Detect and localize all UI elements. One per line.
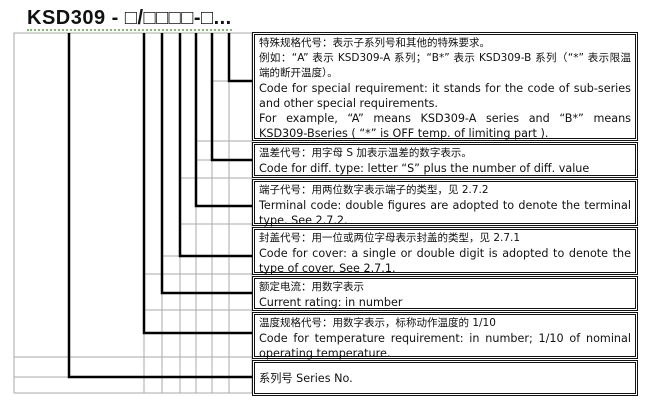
temperature-zh: 温度规格代号：用数字表示，标称动作温度的 1/10 — [259, 317, 496, 329]
diff-type-box: 温差代号：用字母 S 加表示温差的数字表示。 Code for diff. ty… — [252, 142, 638, 178]
series-no-box: 系列号 Series No. — [252, 360, 638, 396]
model-code-title: KSD309 - □/□□□□-□... — [27, 7, 232, 31]
connector-temperature — [142, 33, 252, 335]
diff-en: Code for diff. type: letter “S” plus the… — [259, 162, 590, 175]
current-en: Current rating: in number — [259, 296, 403, 309]
connector-terminal — [194, 33, 252, 208]
terminal-code-box: 端子代号：用两位数字表示端子的类型，见 2.7.2 Terminal code:… — [252, 179, 638, 227]
current-rating-box: 额定电流：用数字表示 Current rating: in number — [252, 276, 638, 311]
terminal-zh: 端子代号：用两位数字表示端子的类型，见 2.7.2 — [259, 184, 489, 196]
special-zh-example: 例如：“A” 表示 KSD309-A 系列；“B*” 表示 KSD309-B 系… — [259, 52, 631, 79]
cover-code-box: 封盖代号：用一位或两位字母表示封盖的类型，见 2.7.1 Code for co… — [252, 227, 638, 275]
diff-zh: 温差代号：用字母 S 加表示温差的数字表示。 — [259, 147, 472, 159]
connector-cover — [178, 33, 252, 258]
special-zh: 特殊规格代号：表示子系列号和其他的特殊要求。 — [259, 37, 490, 49]
connector-diff — [210, 33, 252, 162]
connector-special — [227, 33, 252, 83]
cover-zh: 封盖代号：用一位或两位字母表示封盖的类型，见 2.7.1 — [259, 232, 521, 244]
background-grid — [13, 32, 253, 394]
connector-series — [67, 33, 252, 379]
series-label: 系列号 Series No. — [259, 372, 353, 385]
terminal-en: Terminal code: double figures are adopte… — [259, 199, 631, 227]
connector-current — [160, 33, 252, 295]
temperature-en: Code for temperature requirement: in num… — [259, 332, 631, 360]
special-en-example: For example, “A” means KSD309-A series a… — [259, 112, 631, 140]
current-zh: 额定电流：用数字表示 — [259, 281, 364, 293]
cover-en: Code for cover: a single or double digit… — [259, 247, 631, 275]
special-en: Code for special requirement: it stands … — [259, 82, 631, 110]
special-requirement-box: 特殊规格代号：表示子系列号和其他的特殊要求。 例如：“A” 表示 KSD309-… — [252, 32, 638, 141]
temperature-code-box: 温度规格代号：用数字表示，标称动作温度的 1/10 Code for tempe… — [252, 312, 638, 360]
